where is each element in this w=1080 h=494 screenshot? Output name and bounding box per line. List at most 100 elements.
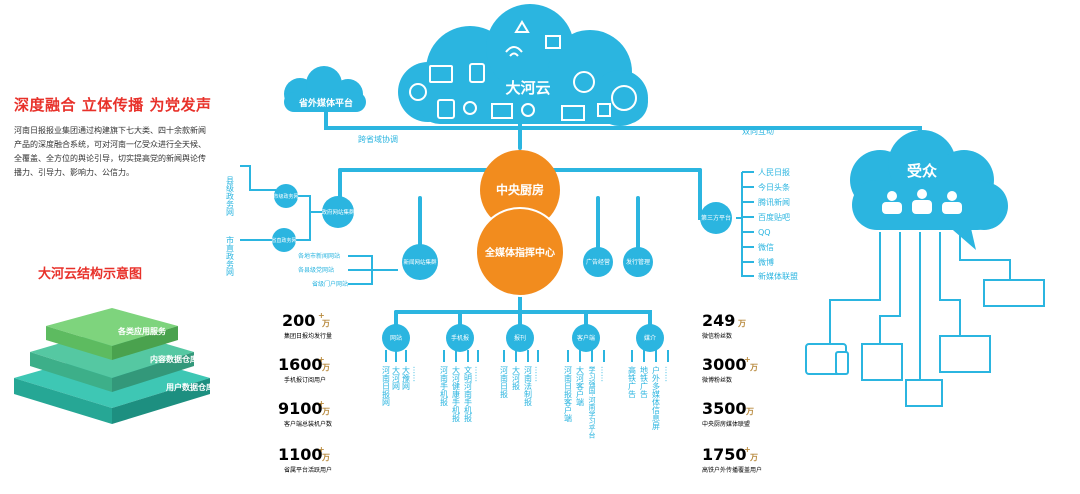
third-party-item: 微博	[758, 257, 774, 267]
kitchen-label: 中央厨房	[496, 182, 544, 197]
branch-items: 河南日报网 大河网 大豫网 …… 河南手机报 大河健康手机报 文明河南手机报 ……	[382, 365, 673, 439]
stat-unit: 万	[321, 453, 330, 462]
recycle-icon	[521, 103, 535, 117]
side-cloud	[284, 66, 366, 112]
stat-unit: 万	[321, 319, 330, 328]
stat-value: 249	[702, 311, 735, 330]
ad-node-label: 广告经营	[586, 258, 610, 266]
news-node-label: 新闻网站集群	[403, 258, 437, 266]
newspaper-icon	[861, 343, 903, 381]
stat-unit: 万	[749, 363, 758, 372]
svg-text:+: +	[318, 311, 325, 320]
stat-caption: 手机报订阅用户	[284, 376, 326, 384]
side-cloud-label: 省外媒体平台	[298, 97, 353, 109]
two-way-label: 双向互动	[742, 126, 774, 136]
branch-item: 大河健康手机报	[452, 365, 461, 423]
audience-cloud	[850, 130, 1008, 250]
left-nodes	[272, 184, 732, 280]
devices	[805, 279, 1045, 407]
stat-caption: 集团日报均发行量	[284, 332, 332, 340]
stats-right: 249 万 微信粉丝数 3000 + 万 微博粉丝数 3500 万 中央厨房媒体…	[702, 311, 762, 474]
stat-caption: 省属平台活跃用户	[284, 466, 332, 474]
news-site: 各地市新闻网站	[298, 252, 340, 260]
tablet-icon	[437, 99, 455, 119]
connectors	[324, 108, 922, 332]
power-icon	[409, 83, 427, 101]
phone-device-icon	[835, 351, 849, 375]
branch-item: 河南日报客户端	[564, 365, 573, 423]
stat-caption: 客户端总装机户数	[284, 420, 332, 428]
mail-icon	[561, 105, 585, 121]
news-site: 省级门户网站	[312, 280, 348, 288]
share-icon	[514, 20, 530, 33]
branch-item: ……	[412, 366, 421, 382]
left-vertical-label: 县级政务网	[226, 176, 235, 217]
third-party-item: 微信	[758, 242, 774, 252]
svg-text:+: +	[318, 355, 325, 364]
branch-item: 大河网	[392, 365, 401, 391]
branch-item: 地铁广告	[640, 365, 649, 399]
command-label: 全媒体指挥中心	[484, 246, 555, 259]
branch-item: 文明河南手机报	[464, 365, 473, 423]
cloud-title: 大河云	[505, 79, 550, 97]
branch-item: 学习强国·河南学习平台	[588, 365, 596, 439]
third-party-node-label: 第三方平台	[701, 214, 731, 222]
third-party-list: 人民日报 今日头条 腾讯新闻 百度贴吧 QQ 微信 微博 新媒体联盟	[758, 167, 798, 281]
stat-value: 9100	[278, 399, 323, 418]
stat-unit: 万	[321, 363, 330, 372]
branch-item: 大河客户端	[576, 365, 585, 407]
news-site: 各县级党网站	[298, 266, 334, 274]
microphone-icon	[463, 101, 477, 115]
stat-value: 1100	[278, 445, 323, 464]
headline: 深度融合 立体传播 为党发声	[14, 96, 212, 114]
gov-node-label: 政府网站集群	[321, 208, 355, 216]
camera-icon	[545, 35, 561, 49]
stat-caption: 中央厨房媒体联盟	[702, 420, 750, 428]
node-label: 市级政务网	[273, 193, 298, 200]
branch-item: 大河报	[512, 365, 521, 391]
stat-value: 1600	[278, 355, 323, 374]
branch-label: 媒介	[644, 334, 656, 342]
stat-value: 3500	[702, 399, 747, 418]
stat-unit: 万	[749, 453, 758, 462]
cross-label: 跨省域协调	[358, 134, 398, 144]
branch-label: 网站	[390, 334, 402, 342]
stat-value: 1750	[702, 445, 747, 464]
layer-label: 用户数据仓库	[165, 382, 214, 392]
headphones-icon	[573, 71, 595, 93]
branch-labels: 网站 手机报 报刊 客户端 媒介	[390, 334, 656, 342]
third-party-item: 今日头条	[758, 182, 790, 192]
stat-caption: 微博粉丝数	[702, 376, 732, 384]
main-cloud	[398, 4, 648, 126]
third-party-item: 新媒体联盟	[758, 271, 798, 281]
third-party-item: 百度贴吧	[758, 212, 790, 222]
stat-value: 200	[282, 311, 315, 330]
branch-item: ……	[664, 366, 673, 382]
monitor-device-icon	[939, 335, 991, 373]
branch-item: 户外多媒体信息屏	[652, 365, 661, 431]
branch-item: ……	[474, 366, 483, 382]
svg-text:+: +	[318, 445, 325, 454]
stat-unit: 万	[737, 319, 746, 328]
left-vertical-label: 市直政务网	[226, 235, 235, 277]
laptop-icon	[905, 379, 943, 407]
structure-layers: 各类应用服务 内容数据仓库 用户数据仓库	[14, 308, 214, 424]
stat-value: 3000	[702, 355, 747, 374]
branch-item: 大豫网	[402, 365, 411, 391]
branch-item: 高铁广告	[628, 365, 637, 399]
people-icon	[882, 189, 962, 214]
cloud-icons	[409, 20, 637, 121]
branch-item: 河南日报网	[382, 365, 391, 407]
branch-nodes	[382, 324, 664, 352]
structure-title: 大河云结构示意图	[38, 267, 143, 282]
stat-caption: 高铁户外传播覆盖用户	[702, 466, 762, 474]
branch-label: 报刊	[514, 334, 526, 342]
branch-item: 河南日报	[500, 365, 509, 399]
stats-left: 200 + 万 集团日报均发行量 1600 + 万 手机报订阅用户 9100 +…	[278, 311, 332, 474]
svg-text:+: +	[744, 445, 751, 454]
intro-text: 河南日报报业集团通过构建旗下七大类、四十余款新闻产品的深度融合系统，可对河南一亿…	[14, 126, 206, 177]
branch-item: 河南手机报	[440, 365, 449, 407]
svg-text:+: +	[744, 355, 751, 364]
node-label: 省直政务网	[271, 237, 296, 244]
